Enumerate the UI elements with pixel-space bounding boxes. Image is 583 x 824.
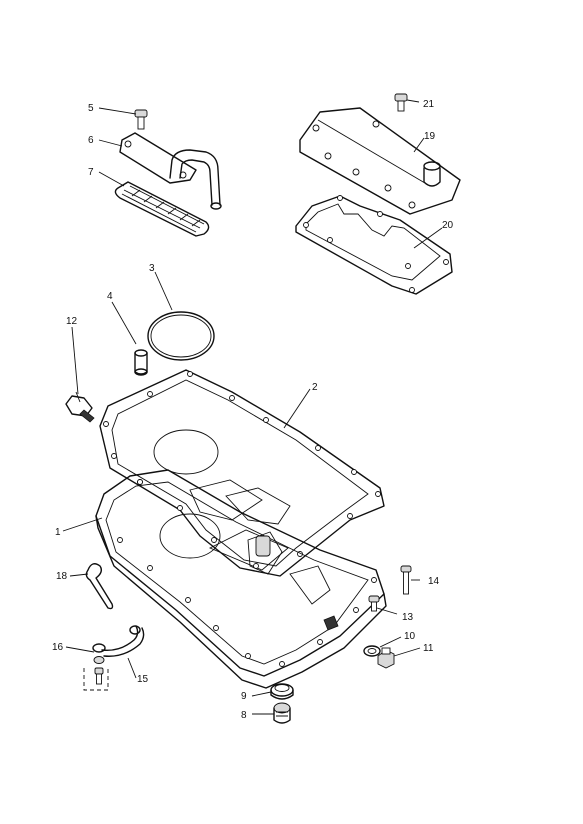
callout-21: 21 [423,99,435,110]
part-3-o-ring [147,311,215,361]
callout-3: 3 [149,263,155,274]
callout-19: 19 [424,131,436,142]
part-7-mesh-filter [114,181,210,237]
part-19-cover-plate [299,107,461,215]
part-6-breather-pipe [119,132,222,210]
callout-12: 12 [66,316,78,327]
callout-9: 9 [241,691,247,702]
part-8-plug [273,702,291,724]
part-18-clip [85,563,114,610]
callout-16: 16 [52,642,64,653]
callout-10: 10 [404,631,416,642]
callout-20: 20 [442,220,454,231]
part-1-sump-pan [95,469,387,689]
callout-18: 18 [56,571,68,582]
part-17-banjo-bolt [83,667,109,691]
part-21-bolt [394,93,408,112]
part-5-bolt [134,109,148,130]
callout-13: 13 [402,612,414,623]
callout-15: 15 [137,674,149,685]
part-2-sump-gasket [99,369,385,577]
callout-2: 2 [312,382,318,393]
part-16-banjo-fitting [92,643,106,664]
part-20-gasket [295,195,453,295]
callout-11: 11 [423,643,434,654]
part-12-sensor [65,391,95,423]
part-14-bolt [400,565,412,595]
part-4-spacer [134,349,148,376]
callout-1: 1 [55,527,61,538]
callout-5: 5 [88,103,94,114]
callout-8: 8 [241,710,247,721]
callout-labels: 5 6 7 21 19 20 3 4 12 2 1 18 14 13 10 11… [52,99,454,721]
callout-4: 4 [107,291,113,302]
part-15-pipe [101,625,145,657]
part-10-washer [363,645,381,657]
callout-14: 14 [428,576,440,587]
callout-6: 6 [88,135,94,146]
callout-7: 7 [88,167,94,178]
leader-lines [62,99,443,715]
part-9-seal-ring [270,683,294,700]
part-11-drain-plug [377,647,395,669]
part-13-bolt [368,595,380,612]
